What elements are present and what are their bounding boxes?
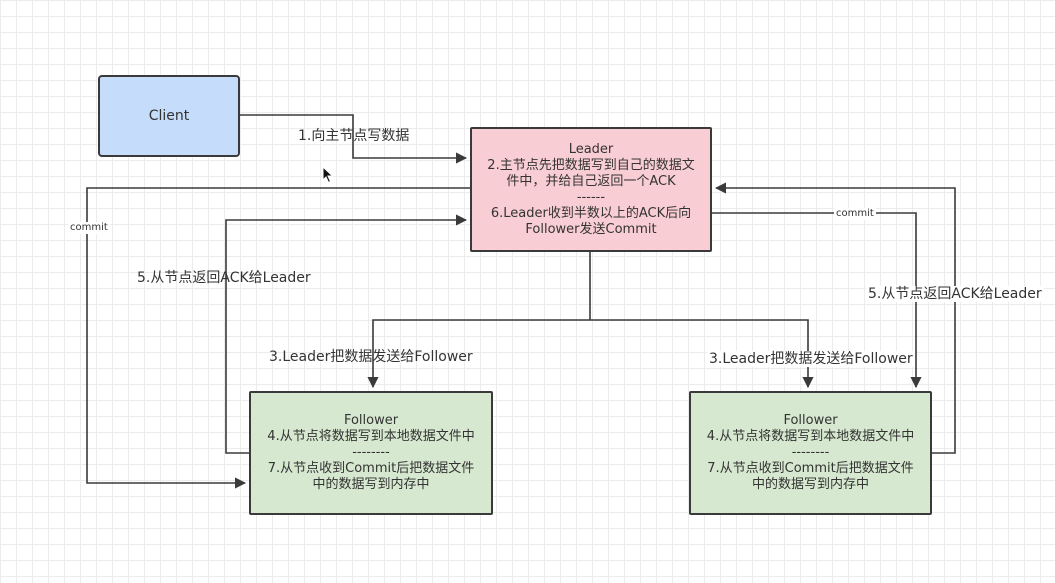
follower-right-node: Follower 4.从节点将数据写到本地数据文件中 -------- 7.从节… xyxy=(689,391,932,515)
follower-left-line3: 中的数据写到内存中 xyxy=(312,477,430,492)
edge-leader-commit-right xyxy=(712,212,922,389)
leader-node: Leader 2.主节点先把数据写到自己的数据文 件中，并给自己返回一个ACK … xyxy=(470,127,712,252)
follower-right-line2: 7.从节点收到Commit后把数据文件 xyxy=(707,461,914,476)
follower-right-line3: 中的数据写到内存中 xyxy=(751,477,869,492)
leader-separator: ------ xyxy=(576,189,606,205)
edge-client-to-leader xyxy=(240,114,468,164)
follower-left-line1: 4.从节点将数据写到本地数据文件中 xyxy=(267,429,475,444)
client-label: Client xyxy=(148,108,190,124)
edge-label-commit-left: commit xyxy=(68,222,110,234)
follower-right-line1: 4.从节点将数据写到本地数据文件中 xyxy=(706,429,915,444)
edge-label-replicate-right: 3.Leader把数据发送给Follower xyxy=(707,351,915,367)
leader-line2: 件中，并给自己返回一个ACK xyxy=(506,173,676,189)
edge-label-client-to-leader: 1.向主节点写数据 xyxy=(298,128,410,144)
follower-left-node: Follower 4.从节点将数据写到本地数据文件中 -------- 7.从节… xyxy=(249,391,493,515)
follower-left-line2: 7.从节点收到Commit后把数据文件 xyxy=(267,461,475,476)
edge-left-ack-to-leader xyxy=(225,214,468,454)
edge-label-replicate-left: 3.Leader把数据发送给Follower xyxy=(269,349,473,365)
follower-left-title: Follower xyxy=(343,413,399,428)
edge-label-commit-right: commit xyxy=(834,208,876,220)
follower-right-separator: -------- xyxy=(791,445,830,460)
leader-line3: 6.Leader收到半数以上的ACK后向 xyxy=(490,205,692,221)
edge-label-ack-left: 5.从节点返回ACK给Leader xyxy=(137,270,311,286)
edge-leader-commit-left xyxy=(86,187,470,489)
leader-title: Leader xyxy=(568,141,614,157)
mouse-cursor-icon xyxy=(322,166,334,184)
edge-right-ack-to-leader xyxy=(714,182,956,454)
follower-right-title: Follower xyxy=(783,413,838,428)
follower-left-separator: -------- xyxy=(352,445,390,460)
edge-label-ack-right: 5.从节点返回ACK给Leader xyxy=(866,286,1044,302)
leader-line4: Follower发送Commit xyxy=(525,221,657,237)
leader-line1: 2.主节点先把数据写到自己的数据文 xyxy=(487,157,695,173)
client-node: Client xyxy=(98,75,240,157)
edge-replicate-left xyxy=(367,319,590,389)
